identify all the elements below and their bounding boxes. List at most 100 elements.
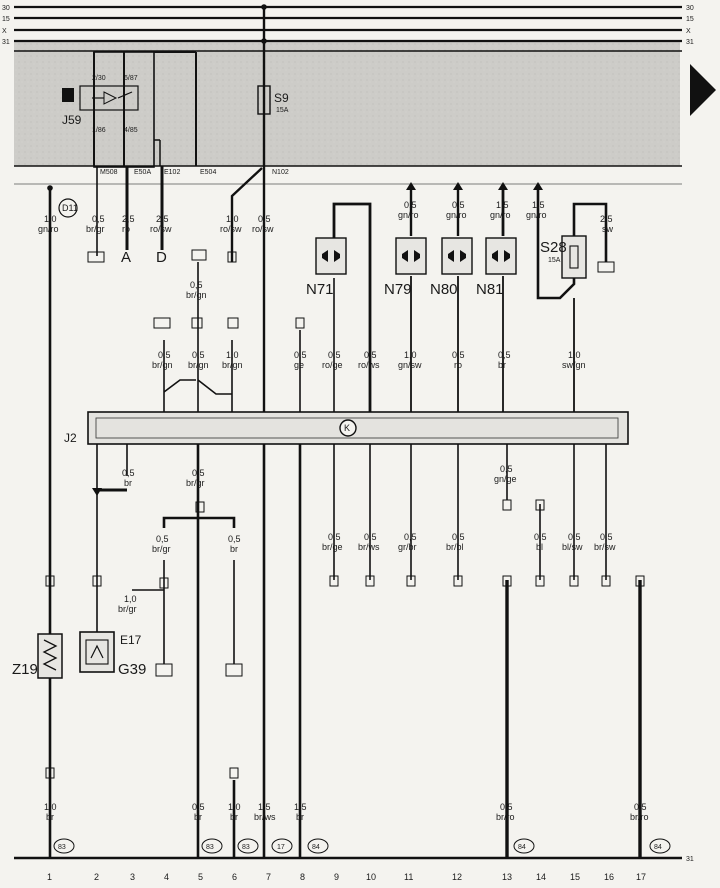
bus-label-15: 15 — [2, 16, 10, 23]
wl-l-1-color: br/gr — [186, 478, 205, 488]
fuse-s28: S28 15A — [540, 235, 587, 279]
wl-t-10-color: sw — [602, 224, 614, 234]
valve-n79-label: N79 — [384, 281, 412, 298]
wl-l-1-size: 0,5 — [192, 468, 205, 478]
up-arrow-icon — [453, 182, 463, 190]
wl-l-2-size: 0,5 — [156, 534, 169, 544]
conn-5: N102 — [272, 169, 289, 176]
wl-m-9-size: 0,5 — [498, 350, 511, 360]
wire-labels-bottom: 1,0 br 0,5 br 1,0 br 1,5 br/ws 1,5 br 0,… — [44, 802, 649, 822]
wl-l-4-color: br/gr — [118, 604, 137, 614]
gref-5: 84 — [518, 844, 526, 851]
relay-pin-1: 2/30 — [92, 75, 106, 82]
wl-l-11-color: bl/sw — [562, 542, 583, 552]
gref-3: 17 — [277, 844, 285, 851]
track-16: 16 — [604, 872, 614, 882]
wl-t-2-size: 2,5 — [122, 214, 135, 224]
wl-m-3-size: 1,0 — [226, 350, 239, 360]
gref-4: 84 — [312, 844, 320, 851]
track-15: 15 — [570, 872, 580, 882]
wl-m-10-color: sw/gn — [562, 360, 586, 370]
wl-t-4-color: ro/sw — [220, 224, 242, 234]
wl-b-5-size: 0,5 — [500, 802, 513, 812]
wl-t-7-size: 0,5 — [452, 200, 465, 210]
relay-pin-4: 4/85 — [124, 127, 138, 134]
wl-l-0-size: 0,5 — [122, 468, 135, 478]
wl-m-7-size: 1,0 — [404, 350, 417, 360]
wl-b-6-color: br/ro — [630, 812, 649, 822]
track-8: 8 — [300, 872, 305, 882]
wl-l-8-color: br/bl — [446, 542, 464, 552]
wl-t-5-size: 0,5 — [258, 214, 271, 224]
ground-d11: D11 — [62, 203, 78, 213]
wl-l-9-color: gn/ge — [494, 474, 517, 484]
wl-m-0-size: 0,5 — [190, 280, 203, 290]
wl-t-3-size: 2,5 — [156, 214, 169, 224]
wire-labels-top: 1,0 gn/ro 0,5 br/gr 2,5 ro 2,5 ro/sw 1,0… — [38, 200, 614, 234]
connector-bar-j2: J2 K — [64, 411, 629, 445]
fuse-s9: S9 15A — [257, 85, 289, 115]
wl-t-9-color: gn/ro — [526, 210, 547, 220]
wl-l-6-size: 0,5 — [364, 532, 377, 542]
wl-t-5-color: ro/sw — [252, 224, 274, 234]
valve-n81-label: N81 — [476, 281, 504, 298]
track-5: 5 — [198, 872, 203, 882]
small-connectors-top — [87, 249, 615, 329]
wl-l-0-color: br — [124, 478, 132, 488]
bus-label-30: 30 — [2, 5, 10, 12]
down-arrow-icon — [92, 488, 102, 496]
bus-label-30-right: 30 — [686, 5, 694, 12]
up-arrow-icon — [498, 182, 508, 190]
wl-m-10-size: 1,0 — [568, 350, 581, 360]
wl-t-4-size: 1,0 — [226, 214, 239, 224]
wl-t-9-size: 1,5 — [532, 200, 545, 210]
wl-b-0-color: br — [46, 812, 54, 822]
wl-m-4-size: 0,5 — [294, 350, 307, 360]
wl-t-6-size: 0,5 — [404, 200, 417, 210]
wl-t-8-color: gn/ro — [490, 210, 511, 220]
up-arrows — [406, 182, 543, 190]
wl-l-2-color: br/gr — [152, 544, 171, 554]
wl-l-7-size: 0,5 — [404, 532, 417, 542]
wl-m-8-color: ro — [454, 360, 462, 370]
wl-t-8-size: 1,5 — [496, 200, 509, 210]
track-4: 4 — [164, 872, 169, 882]
track-12: 12 — [452, 872, 462, 882]
wl-m-6-size: 0,5 — [364, 350, 377, 360]
small-connectors-lower — [45, 499, 645, 779]
wl-m-1-color: br/gn — [152, 360, 173, 370]
valve-n79: N79 — [384, 237, 427, 298]
circle-k-label: K — [344, 423, 350, 433]
wl-b-2-size: 1,0 — [228, 802, 241, 812]
wl-m-3-color: br/gn — [222, 360, 243, 370]
wl-t-0-color: gn/ro — [38, 224, 59, 234]
wl-b-2-color: br — [230, 812, 238, 822]
wl-m-5-color: ro/ge — [322, 360, 343, 370]
track-9: 9 — [334, 872, 339, 882]
track-2: 2 — [94, 872, 99, 882]
wl-b-4-size: 1,5 — [294, 802, 307, 812]
wl-l-12-size: 0,5 — [600, 532, 613, 542]
wl-m-2-color: br/gn — [188, 360, 209, 370]
ground-refs: 83 83 83 17 84 84 84 — [53, 838, 671, 854]
track-wires — [47, 166, 608, 858]
wl-l-12-color: br/sw — [594, 542, 616, 552]
wl-t-3-color: ro/sw — [150, 224, 172, 234]
wl-t-7-color: gn/ro — [446, 210, 467, 220]
wl-b-0-size: 1,0 — [44, 802, 57, 812]
wl-t-1-size: 0,5 — [92, 214, 105, 224]
valve-n81: N81 — [476, 237, 517, 298]
valve-n80-label: N80 — [430, 281, 458, 298]
wl-l-9-size: 0,5 — [500, 464, 513, 474]
wl-l-11-size: 0,5 — [568, 532, 581, 542]
wl-b-1-size: 0,5 — [192, 802, 205, 812]
bus-label-x-right: X — [686, 28, 691, 35]
valve-n80: N80 — [430, 237, 473, 298]
track-1: 1 — [47, 872, 52, 882]
component-z19: Z19 — [12, 633, 63, 679]
relay-pin-3: 1/86 — [92, 127, 106, 134]
wl-m-2-size: 0,5 — [192, 350, 205, 360]
wl-b-3-color: br/ws — [254, 812, 276, 822]
wl-m-7-color: gn/sw — [398, 360, 422, 370]
